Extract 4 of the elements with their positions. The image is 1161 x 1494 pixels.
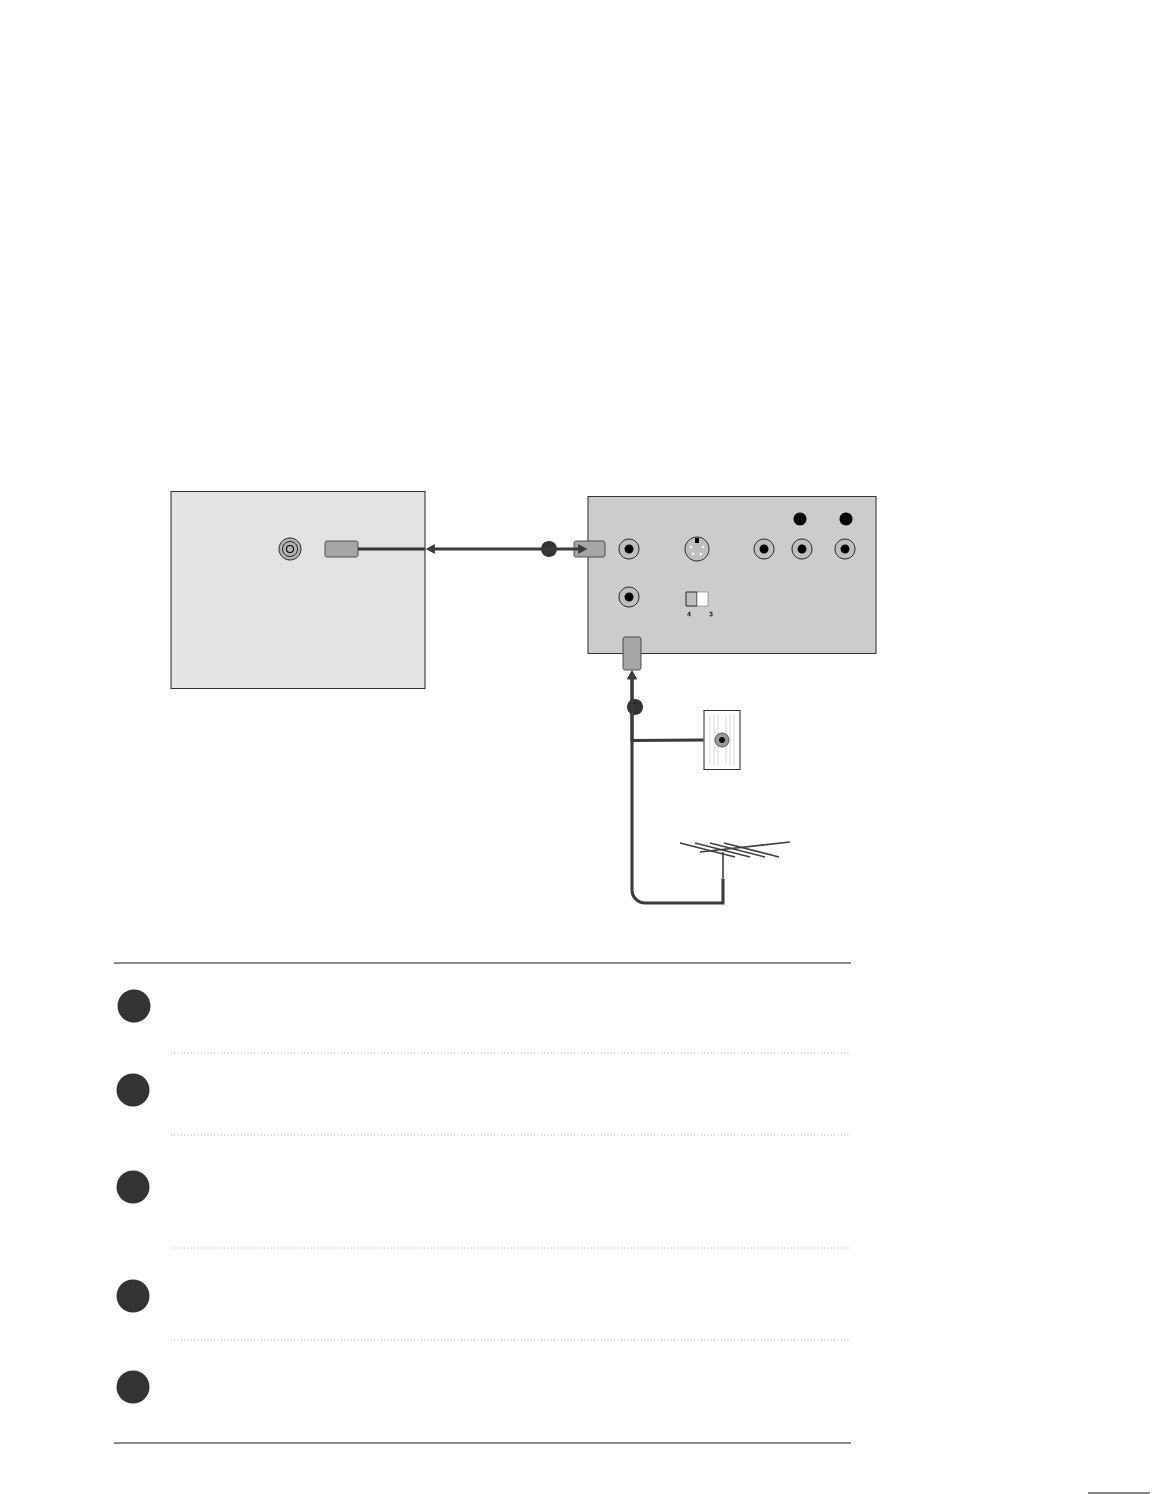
wall-plate	[703, 709, 741, 771]
antenna-drawing	[679, 841, 791, 879]
tv-panel	[170, 490, 426, 690]
device-panel	[587, 495, 877, 655]
